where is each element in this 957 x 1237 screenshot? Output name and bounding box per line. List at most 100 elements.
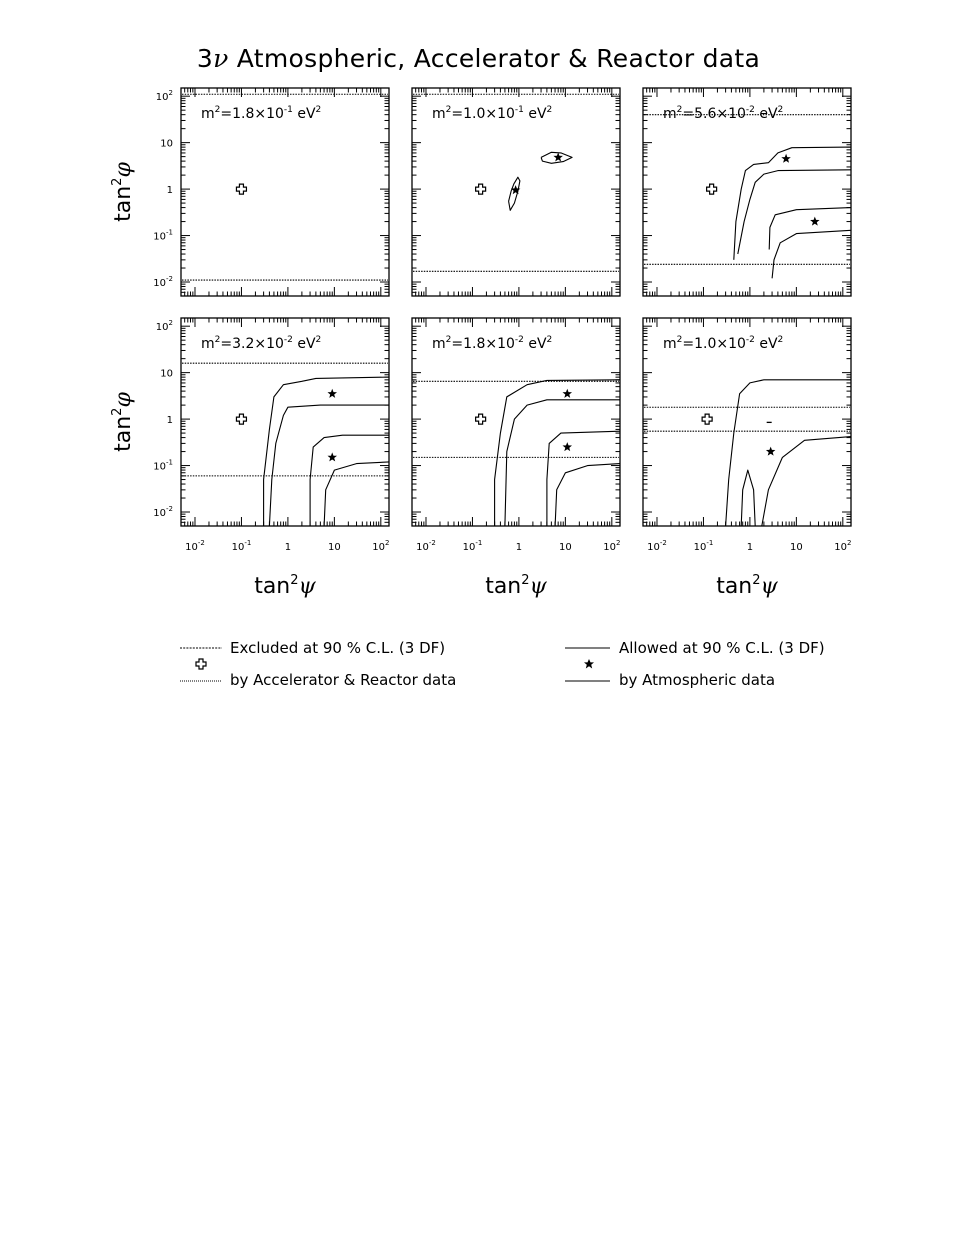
panel-frame xyxy=(180,87,390,297)
y-tick-label-5-base: 10 xyxy=(156,92,169,103)
y-tick-label-1-exp: -2 xyxy=(166,505,173,513)
label-sup1: 2 xyxy=(677,335,683,345)
x-tick-label-5-base: 10 xyxy=(834,542,847,553)
label-mid: =1.8×10 xyxy=(451,336,515,352)
allowed-contour-1 xyxy=(494,379,621,526)
label-sup3: 2 xyxy=(547,105,553,115)
label-sup2: -2 xyxy=(746,335,755,345)
legend-cross-marker xyxy=(195,658,207,670)
y-tick-label-1-base: 10 xyxy=(153,278,166,289)
label-ev: eV xyxy=(524,106,547,122)
x-tick-label-5-base: 10 xyxy=(603,542,616,553)
label-sup1: 2 xyxy=(215,335,221,345)
label-sup1: 2 xyxy=(215,105,221,115)
best-fit-cross xyxy=(475,413,487,425)
label-sup2: -2 xyxy=(515,335,524,345)
y-tick-label-4-base: 10 xyxy=(160,369,173,380)
xlabel-base: tan xyxy=(716,574,752,599)
label-sup1: 2 xyxy=(677,105,683,115)
x-tick-label-2: 10-1 xyxy=(694,539,714,553)
label-m: m xyxy=(201,336,215,352)
legend-excluded-label-2: by Accelerator & Reactor data xyxy=(230,671,457,689)
y-tick-label-4-base: 10 xyxy=(160,139,173,150)
x-tick-label-5-base: 10 xyxy=(372,542,385,553)
ylabel-base: tan xyxy=(111,186,136,222)
ylabel-var: φ xyxy=(111,162,136,178)
legend-excluded-label: Excluded at 90 % C.L. (3 DF) xyxy=(230,639,446,657)
x-tick-label-3: 1 xyxy=(516,542,522,553)
xlabel-base: tan xyxy=(254,574,290,599)
best-fit-star-2 xyxy=(327,452,337,462)
allowed-contour-2 xyxy=(504,399,620,527)
y-tick-label-4: 10 xyxy=(160,369,173,380)
x-tick-label-3-base: 1 xyxy=(285,542,291,553)
x-tick-label-4-base: 10 xyxy=(790,542,803,553)
best-fit-cross xyxy=(701,413,713,425)
x-tick-label-2-base: 10 xyxy=(694,542,707,553)
x-tick-label-5: 102 xyxy=(603,539,620,553)
best-fit-cross xyxy=(235,183,248,195)
label-ev: eV xyxy=(293,336,316,352)
panel-ticks xyxy=(180,318,389,527)
label-m: m xyxy=(663,106,677,122)
label-ev: eV xyxy=(293,106,316,122)
label-mid: =5.6×10 xyxy=(682,106,746,122)
allowed-contour-4 xyxy=(323,461,390,527)
title-rest: Atmospheric, Accelerator & Reactor data xyxy=(228,44,761,73)
best-fit-star-1 xyxy=(781,153,791,163)
allowed-contour-2 xyxy=(540,151,573,164)
label-mid: =1.0×10 xyxy=(451,106,515,122)
y-tick-label-1: 10-2 xyxy=(153,275,173,289)
x-tick-label-5: 102 xyxy=(372,539,389,553)
best-fit-star-2 xyxy=(553,152,563,162)
xlabel-sup: 2 xyxy=(290,573,298,588)
allowed-contour-4 xyxy=(554,463,621,527)
xlabel-var: ψ xyxy=(761,574,779,599)
y-tick-label-2: 10-1 xyxy=(153,229,173,243)
allowed-contour-3 xyxy=(761,436,852,527)
title-prefix: 3 xyxy=(196,44,214,73)
allowed-contour-1 xyxy=(263,376,390,526)
label-sup3: 2 xyxy=(316,105,322,115)
allowed-contour-1 xyxy=(725,379,851,527)
panel-mass-label: m2=1.8×10-1 eV2 xyxy=(201,105,321,122)
x-tick-label-2-exp: -1 xyxy=(244,539,251,547)
best-fit-cross xyxy=(235,413,248,425)
panel-ticks xyxy=(642,318,851,527)
x-tick-label-2-base: 10 xyxy=(232,542,245,553)
label-mid: =1.0×10 xyxy=(682,336,746,352)
xlabel-sup: 2 xyxy=(521,573,529,588)
y-tick-label-2: 10-1 xyxy=(153,459,173,473)
y-tick-label-1-exp: -2 xyxy=(166,275,173,283)
allowed-contour-2 xyxy=(268,404,389,527)
panel-mass-label: m2=1.0×10-1 eV2 xyxy=(432,105,552,122)
xlabel-sup: 2 xyxy=(752,573,760,588)
panel-2: m2=1.0×10-1 eV2 xyxy=(411,87,621,297)
x-tick-label-4-base: 10 xyxy=(328,542,341,553)
label-m: m xyxy=(201,106,215,122)
legend-star-marker xyxy=(584,659,594,669)
x-tick-label-5-exp: 2 xyxy=(616,539,620,547)
panel-frame xyxy=(642,87,852,297)
x-tick-label-3-base: 1 xyxy=(747,542,753,553)
x-tick-label-1: 10-2 xyxy=(647,539,667,553)
xlabel-var: ψ xyxy=(299,574,317,599)
x-tick-label-3: 1 xyxy=(285,542,291,553)
allowed-contour-2 xyxy=(737,169,852,255)
x-tick-label-3-base: 1 xyxy=(516,542,522,553)
y-tick-label-3: 1 xyxy=(167,185,173,196)
x-tick-label-1-exp: -2 xyxy=(429,539,436,547)
x-tick-label-1: 10-2 xyxy=(185,539,205,553)
label-m: m xyxy=(432,336,446,352)
x-tick-label-1-exp: -2 xyxy=(660,539,667,547)
label-sup3: 2 xyxy=(547,335,553,345)
legend-lines xyxy=(180,647,610,682)
y-tick-label-5-exp: 2 xyxy=(169,89,173,97)
y-tick-label-1: 10-2 xyxy=(153,505,173,519)
x-tick-label-2: 10-1 xyxy=(463,539,483,553)
label-sup3: 2 xyxy=(778,105,784,115)
x-axis-label: tan2ψ xyxy=(254,573,316,599)
